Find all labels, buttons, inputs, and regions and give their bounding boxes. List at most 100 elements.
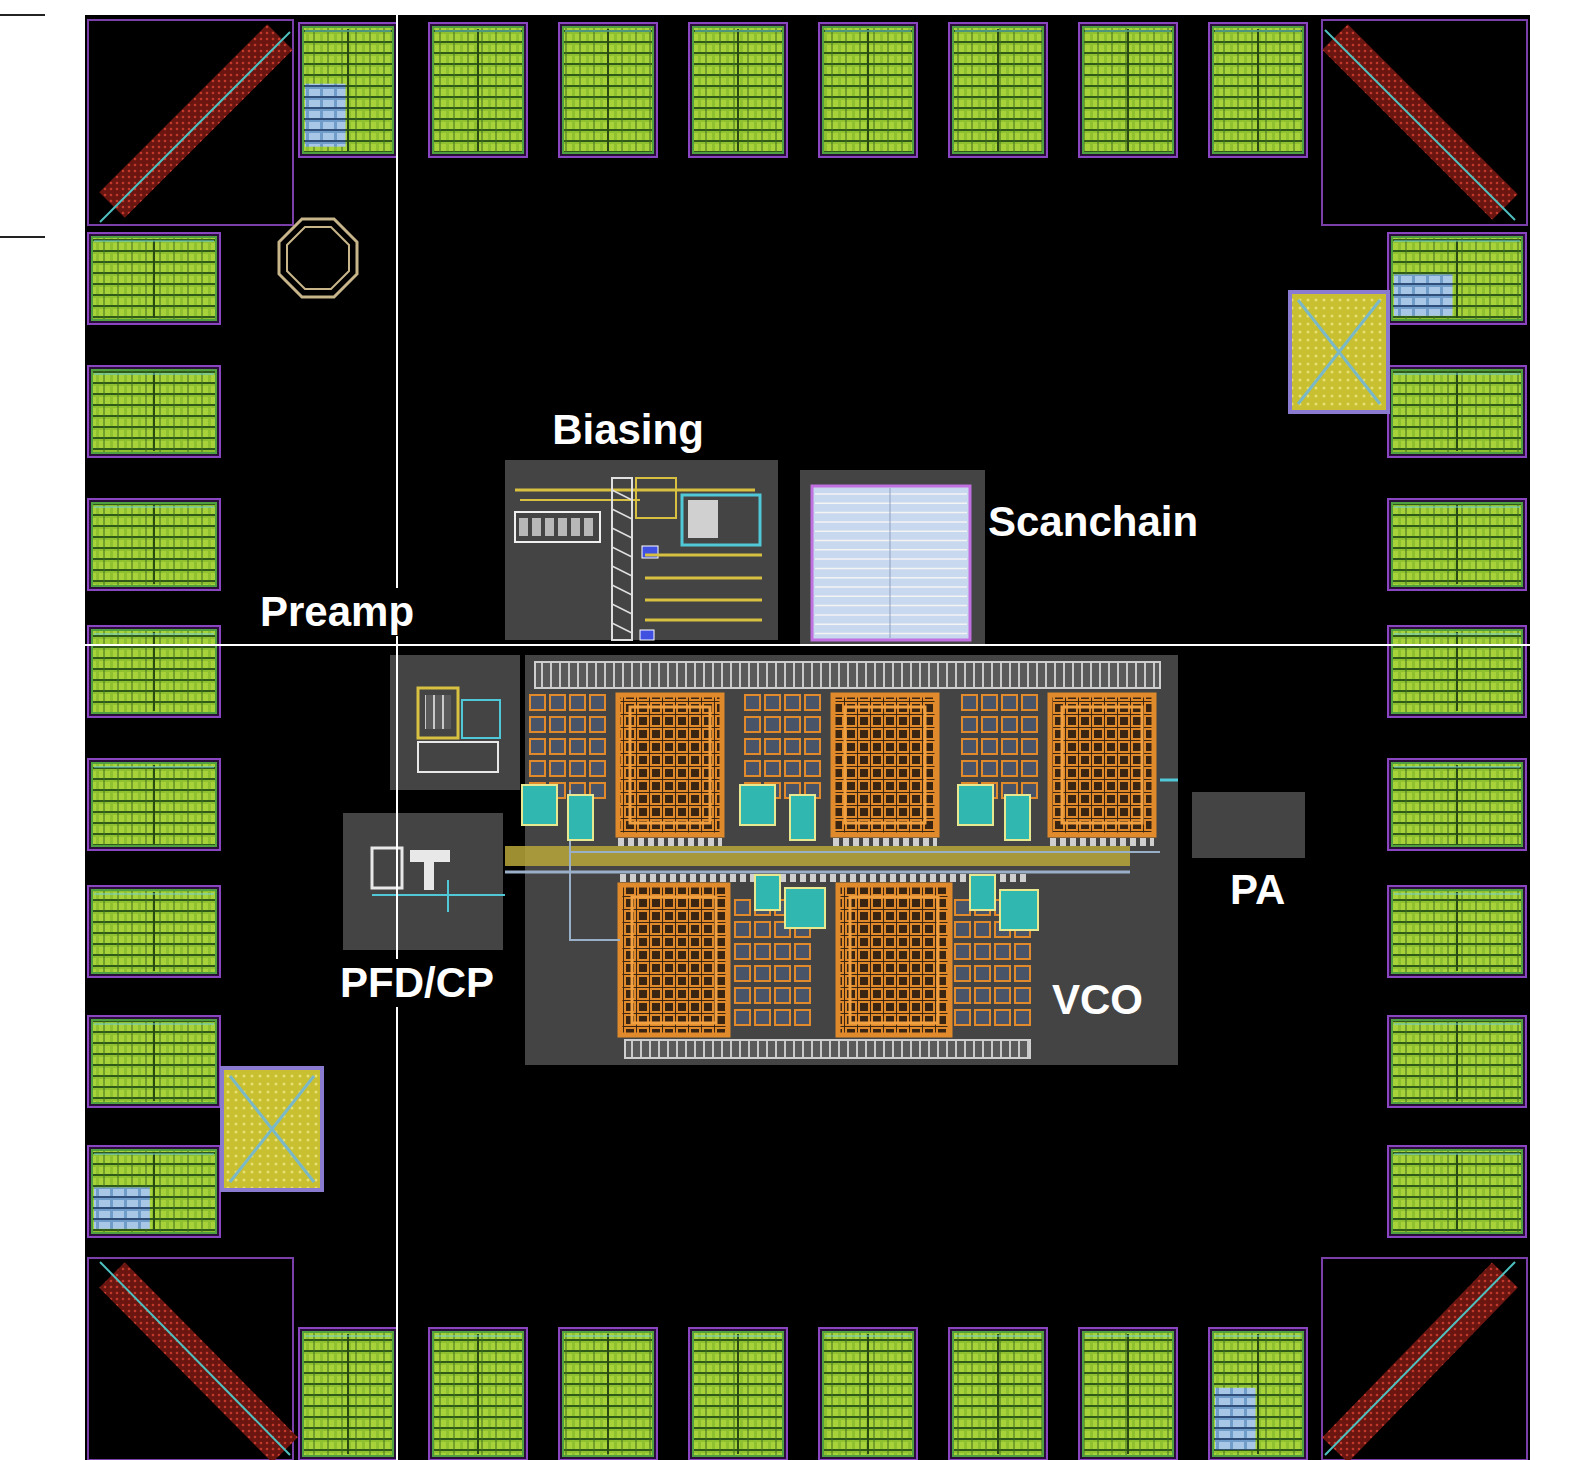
pad-frame — [88, 233, 220, 324]
capacitor-cell — [755, 966, 770, 981]
capacitor-cell — [795, 900, 810, 915]
varactor-cell — [740, 785, 775, 825]
circuit-block: Scanchain — [800, 470, 985, 645]
capacitor-cell — [775, 922, 790, 937]
capacitor-cell — [995, 988, 1010, 1003]
pad-rail — [1394, 374, 1520, 375]
capacitor-cell — [765, 695, 780, 710]
pad-rail — [1394, 894, 1520, 895]
pad-square — [222, 1068, 322, 1190]
capacitor-cell — [975, 900, 990, 915]
capacitor-cell — [590, 717, 605, 732]
bond-pad — [1392, 370, 1522, 453]
pad-divider — [153, 1152, 155, 1231]
pad-divider — [1456, 1152, 1458, 1231]
capacitor-cell — [1015, 900, 1030, 915]
pad-frame — [1388, 233, 1526, 324]
capacitor-cell — [590, 761, 605, 776]
supply-bar — [535, 662, 1160, 688]
ladder — [612, 478, 632, 640]
pad-ring — [88, 23, 1526, 1460]
pad-rail — [1085, 1336, 1171, 1337]
cell-row — [815, 530, 967, 532]
corner-band — [1335, 37, 1505, 207]
capacitor-cell — [735, 922, 750, 937]
capacitor-cell — [735, 966, 750, 981]
capacitor-cell — [1022, 739, 1037, 754]
inductor-turn — [632, 897, 716, 1023]
pad-divider — [1257, 1334, 1259, 1454]
capacitor-cell — [735, 944, 750, 959]
capacitor-cell — [785, 717, 800, 732]
inductor-turn — [1062, 707, 1142, 823]
corner-band — [112, 37, 280, 205]
capacitor-cell — [1015, 966, 1030, 981]
pad-rail — [825, 1336, 911, 1337]
pad-rail — [94, 634, 214, 635]
pad-rail — [94, 767, 214, 768]
capacitor-cell — [570, 739, 585, 754]
pad-frame — [949, 23, 1047, 157]
block-label: Biasing — [549, 406, 707, 454]
pad-divider — [1456, 505, 1458, 584]
bond-pad — [92, 1150, 216, 1233]
cell-row — [815, 493, 967, 495]
pad-divider — [1456, 765, 1458, 844]
cell-column — [890, 488, 891, 638]
capacitor-cell — [962, 695, 977, 710]
pad-rail — [1085, 31, 1171, 32]
corner-outline — [88, 1258, 293, 1460]
capacitor-cell — [982, 717, 997, 732]
capacitor-cell — [755, 944, 770, 959]
bond-pad — [693, 27, 783, 153]
pad-divider — [153, 892, 155, 971]
bond-pad — [1392, 1020, 1522, 1103]
corner-rail — [100, 32, 290, 222]
pad-rail — [955, 31, 1041, 32]
capacitor-cell — [755, 900, 770, 915]
circuit-block: PFD/CP — [343, 813, 503, 950]
pad-rail — [565, 1336, 651, 1337]
capacitor-cell — [955, 944, 970, 959]
capacitor-cell — [975, 922, 990, 937]
signal-line — [570, 790, 620, 940]
pad-rail — [94, 1154, 214, 1155]
varactor-cell — [790, 795, 815, 840]
bond-pad — [1213, 1332, 1303, 1456]
capacitor-cell — [570, 717, 585, 732]
bond-pad — [1083, 1332, 1173, 1456]
capacitor-cell — [995, 1010, 1010, 1025]
pad-rail — [955, 1336, 1041, 1337]
capacitor-cell — [1002, 717, 1017, 732]
capacitor-cell — [982, 739, 997, 754]
capacitor-cell — [805, 739, 820, 754]
capacitor-cell — [785, 761, 800, 776]
capacitor-cell — [1002, 739, 1017, 754]
capacitor-cell — [795, 922, 810, 937]
pad-frame — [559, 1328, 657, 1460]
capacitor-cell — [530, 695, 545, 710]
bond-pad — [1392, 503, 1522, 586]
pad-divider — [1127, 29, 1129, 151]
cell-row — [815, 512, 967, 514]
capacitor-cell — [995, 966, 1010, 981]
transistor-finger — [519, 518, 528, 536]
capacitor-cell — [775, 900, 790, 915]
varactor-cell — [755, 875, 780, 910]
capacitor-cell — [775, 966, 790, 981]
capacitor-cell — [765, 783, 780, 798]
pad-divider — [153, 1022, 155, 1101]
capacitor-cell — [570, 783, 585, 798]
metal-line — [520, 499, 640, 501]
bond-pad — [1392, 763, 1522, 846]
pad-rail — [565, 31, 651, 32]
pad-rail — [1394, 507, 1520, 508]
capacitor-cell — [530, 783, 545, 798]
bond-pad — [1392, 630, 1522, 713]
block-label: PA — [1227, 866, 1288, 914]
ladder-rung — [612, 623, 632, 633]
inductor-turn — [630, 707, 710, 823]
pad-rail — [94, 1024, 214, 1025]
bond-pad-part — [1215, 1388, 1256, 1450]
